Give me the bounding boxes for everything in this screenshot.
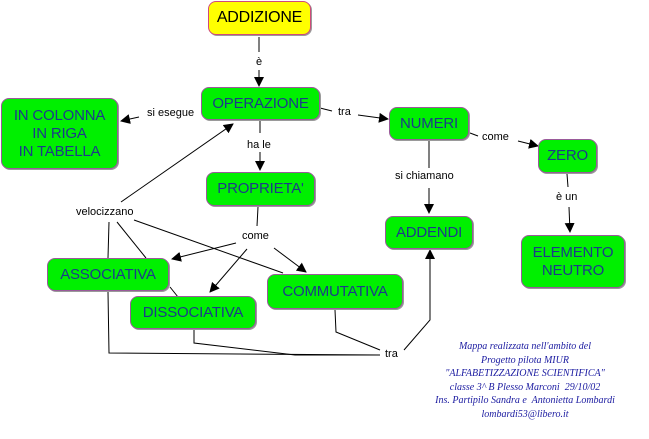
credits-block: Mappa realizzata nell'ambito del Progett… xyxy=(405,340,645,421)
line-associativa-velocizzano xyxy=(107,221,110,259)
credits-email: lombardi53@libero.it xyxy=(481,408,569,420)
arrow-come-associativa xyxy=(171,242,237,262)
line-associativa-velocizzano-2 xyxy=(116,221,147,259)
node-operazione[interactable]: OPERAZIONE xyxy=(201,87,320,120)
link-label-ha-le: ha le xyxy=(246,139,272,152)
node-dissociativa[interactable]: DISSOCIATIVA xyxy=(130,296,256,329)
link-label-tra-2: tra xyxy=(384,348,399,361)
credits-line: Mappa realizzata nell'ambito del xyxy=(458,341,592,352)
credits-line: Ins. Partipilo Sandra e Antonietta Lomba… xyxy=(435,395,615,406)
line-zero-eun xyxy=(566,173,569,188)
line-proprieta-come xyxy=(256,206,259,227)
link-label-si-esegue: si esegue xyxy=(146,107,196,120)
link-label-come-2: come xyxy=(241,230,270,243)
node-commutativa[interactable]: COMMUTATIVA xyxy=(267,274,403,309)
credits-line: "ALFABETIZZAZIONE SCIENTIFICA" xyxy=(445,368,605,379)
credits-line: Progetto pilota MIUR xyxy=(481,354,569,366)
node-in-colonna-riga-tabella[interactable]: IN COLONNA IN RIGA IN TABELLA xyxy=(1,98,118,169)
arrow-siesegue-incolonna xyxy=(120,114,140,124)
link-label-si-chiamano: si chiamano xyxy=(394,170,455,183)
arrow-tra-numeri xyxy=(357,112,389,123)
node-zero[interactable]: ZERO xyxy=(538,139,597,173)
arrow-come-commutativa xyxy=(273,247,307,273)
line-operazione-tra xyxy=(319,107,333,112)
line-commutativa-tra xyxy=(334,309,381,351)
arrow-come-zero xyxy=(517,138,539,149)
arrow-velocizzano-operazione xyxy=(120,123,234,203)
node-elemento-neutro[interactable]: ELEMENTO NEUTRO xyxy=(521,235,625,288)
line-dissociativa-tra xyxy=(193,330,380,356)
arrow-tra-addendi xyxy=(403,249,435,351)
link-label-come-1: come xyxy=(481,131,510,144)
node-addendi[interactable]: ADDENDI xyxy=(385,216,473,249)
node-associativa[interactable]: ASSOCIATIVA xyxy=(47,258,169,291)
line-commutativa-velocizzano xyxy=(133,219,284,274)
node-addizione[interactable]: ADDIZIONE xyxy=(208,1,311,35)
line-dissociativa-velocizzano xyxy=(169,286,179,298)
node-numeri[interactable]: NUMERI xyxy=(389,107,469,140)
link-label-tra-1: tra xyxy=(337,106,352,119)
node-proprieta[interactable]: PROPRIETA' xyxy=(206,172,315,206)
line-numeri-come xyxy=(469,132,479,137)
link-label-e: è xyxy=(255,56,264,69)
link-label-e-un: è un xyxy=(555,191,579,204)
link-label-velocizzano: velocizzano xyxy=(75,206,135,219)
arrow-eun-elemento xyxy=(564,206,575,233)
arrow-come-dissociativa xyxy=(209,248,248,293)
credits-line: classe 3^ B Plesso Marconi 29/10/02 xyxy=(449,381,601,393)
